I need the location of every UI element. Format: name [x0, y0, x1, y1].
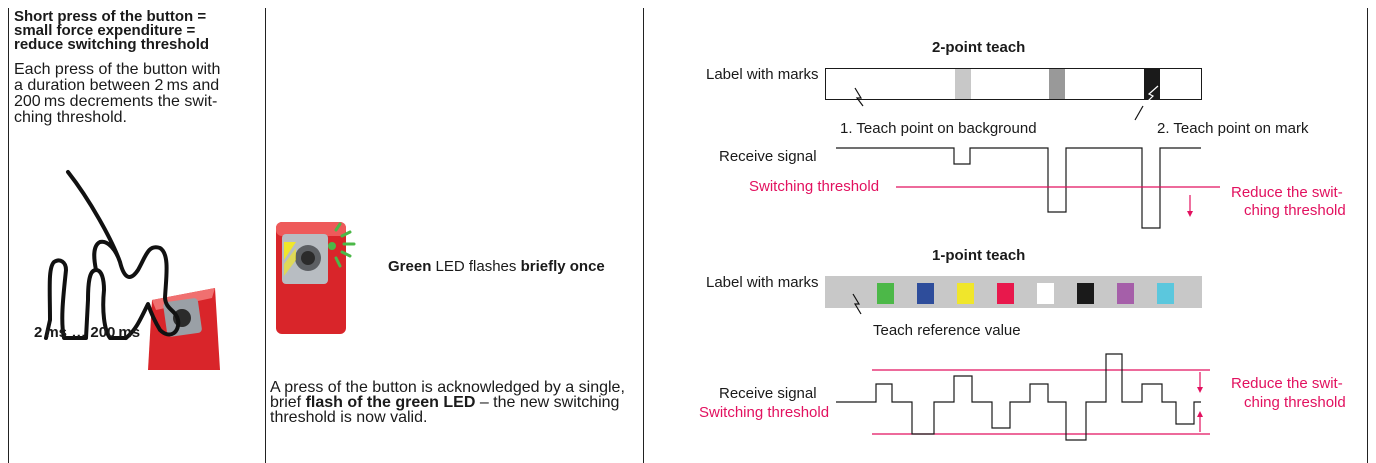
press-duration-label: 2 ms … 200 ms — [34, 324, 141, 341]
color-mark — [1037, 283, 1054, 304]
mark-mid-grey — [1049, 69, 1065, 99]
one-point-title: 1-point teach — [932, 247, 1026, 264]
two-point-receive-label: Receive signal — [719, 148, 817, 165]
teach-point-bolt-1 — [854, 87, 864, 107]
two-point-reduce-line2: ching threshold — [1244, 202, 1346, 219]
color-mark — [1077, 283, 1094, 304]
one-point-label-strip — [825, 276, 1202, 315]
led-flash-rays — [334, 222, 356, 268]
mark-black — [1144, 69, 1160, 99]
sensor-led-icon — [276, 222, 356, 334]
two-point-reduce-line1: Reduce the swit- — [1231, 184, 1343, 201]
one-point-threshold-label: Switching threshold — [699, 404, 830, 421]
acknowledge-text: A press of the button is acknowledged by… — [270, 379, 625, 426]
one-point-reduce-line2: ching threshold — [1244, 394, 1346, 411]
one-point-label-with-marks: Label with marks — [706, 274, 819, 291]
two-point-label-strip — [825, 68, 1202, 121]
column-divider-1 — [8, 8, 9, 463]
teach-reference-value: Teach reference value — [873, 322, 1021, 339]
color-mark — [1157, 283, 1174, 304]
section-heading: Short press of the button = small force … — [14, 8, 210, 53]
hand-outline — [44, 170, 181, 340]
column-divider-4 — [1367, 8, 1368, 463]
color-mark — [877, 283, 894, 304]
mark-light-grey — [955, 69, 971, 99]
two-point-title: 2-point teach — [932, 39, 1026, 56]
column-divider-3 — [643, 8, 644, 463]
color-mark — [917, 283, 934, 304]
one-point-receive-signal — [836, 353, 1201, 441]
two-point-receive-signal — [836, 147, 1201, 229]
teach-ref-bolt — [852, 293, 862, 315]
column-divider-2 — [265, 8, 266, 463]
hand-press-illustration — [44, 170, 220, 370]
one-point-receive-label: Receive signal — [719, 385, 817, 402]
left-column: Short press of the button = small force … — [14, 8, 262, 126]
teach-point-background: 1. Teach point on background — [840, 120, 1037, 137]
color-mark — [1117, 283, 1134, 304]
color-mark — [957, 283, 974, 304]
two-point-signal-plot — [836, 147, 1220, 229]
one-point-colored-marks — [877, 283, 1174, 304]
two-point-threshold-label: Switching threshold — [749, 178, 880, 195]
led-flash-text: Green LED flashes briefly once — [388, 258, 605, 275]
description-paragraph: Each press of the button with a duration… — [14, 61, 221, 126]
teach-point-mark: 2. Teach point on mark — [1157, 120, 1309, 137]
one-point-signal-plot — [836, 353, 1210, 441]
teach-point-bolt-2 — [1142, 85, 1159, 107]
two-point-label-with-marks: Label with marks — [706, 66, 819, 83]
one-point-reduce-line1: Reduce the swit- — [1231, 375, 1343, 392]
color-mark — [997, 283, 1014, 304]
